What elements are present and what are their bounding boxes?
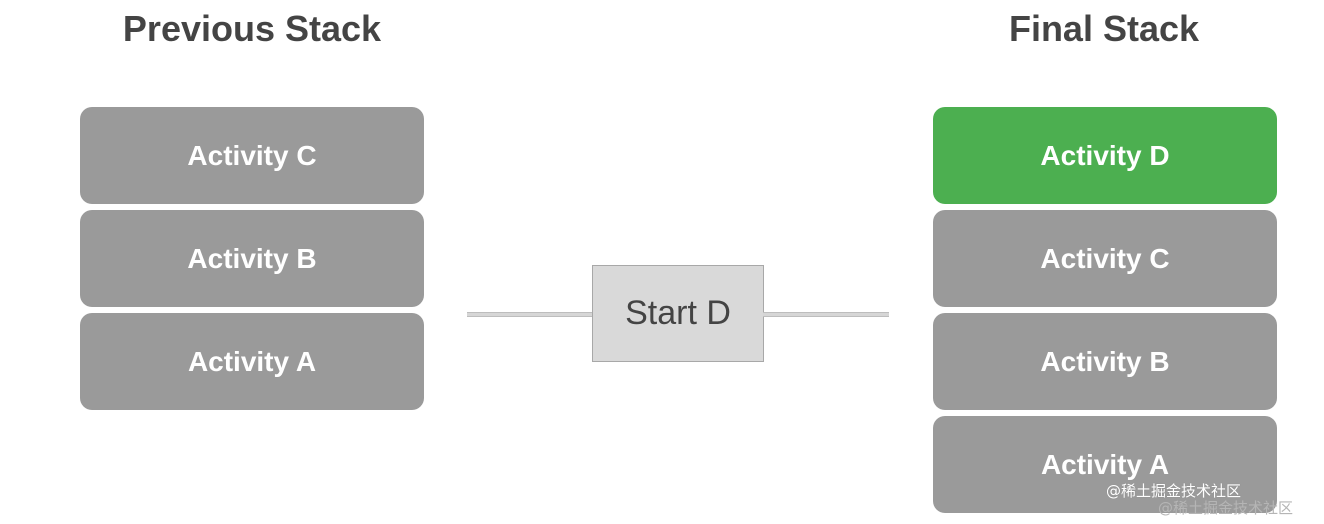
previous-stack: Activity C Activity B Activity A: [80, 107, 424, 416]
connector-line-right: [763, 312, 889, 317]
final-stack-title: Final Stack: [1008, 8, 1200, 49]
previous-stack-activity-c: Activity C: [80, 107, 424, 204]
previous-stack-activity-b: Activity B: [80, 210, 424, 307]
final-stack: Activity D Activity C Activity B Activit…: [933, 107, 1277, 519]
watermark-text: @稀土掘金技术社区: [1106, 482, 1242, 500]
final-stack-activity-c: Activity C: [933, 210, 1277, 307]
final-stack-activity-b: Activity B: [933, 313, 1277, 410]
final-stack-activity-a: Activity A: [933, 416, 1277, 513]
previous-stack-title: Previous Stack: [122, 8, 382, 49]
start-d-action-box: Start D: [592, 265, 764, 362]
final-stack-activity-d: Activity D: [933, 107, 1277, 204]
watermark-text-shadow: @稀土掘金技术社区: [1158, 499, 1294, 517]
connector-line-left: [467, 312, 593, 317]
previous-stack-activity-a: Activity A: [80, 313, 424, 410]
